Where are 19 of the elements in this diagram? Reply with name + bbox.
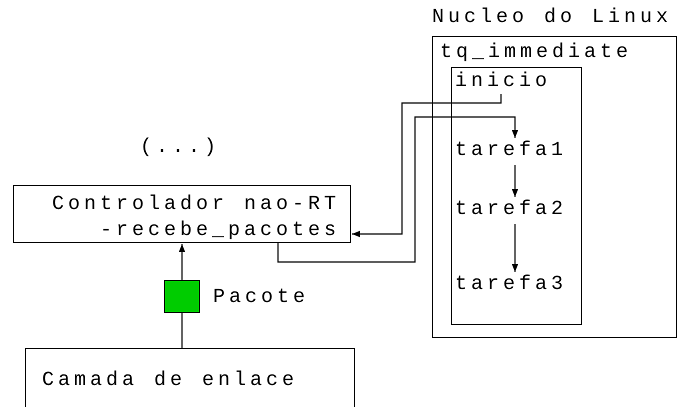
box-title: Nucleo do Linux	[432, 8, 672, 28]
box-text: -recebe_pacotes	[100, 221, 340, 241]
arrow	[512, 165, 518, 197]
box-text: Controlador nao-RT	[52, 195, 340, 215]
packet-label: Pacote	[213, 288, 310, 308]
arrow	[178, 244, 186, 280]
task-label: tarefa2	[455, 198, 575, 224]
ellipsis-note: (...)	[140, 138, 220, 158]
task-label: tarefa3	[455, 273, 575, 299]
arrow	[277, 116, 518, 263]
task-label: tarefa1	[455, 139, 575, 165]
box-heading: tq_immediate	[440, 43, 632, 63]
box-text: Camada de enlace	[42, 369, 298, 392]
process-box	[25, 348, 355, 407]
process-box	[13, 185, 351, 243]
arrow	[512, 224, 518, 272]
arrow	[352, 94, 502, 238]
task-label: inicio	[455, 70, 565, 94]
queue-box	[451, 67, 582, 325]
